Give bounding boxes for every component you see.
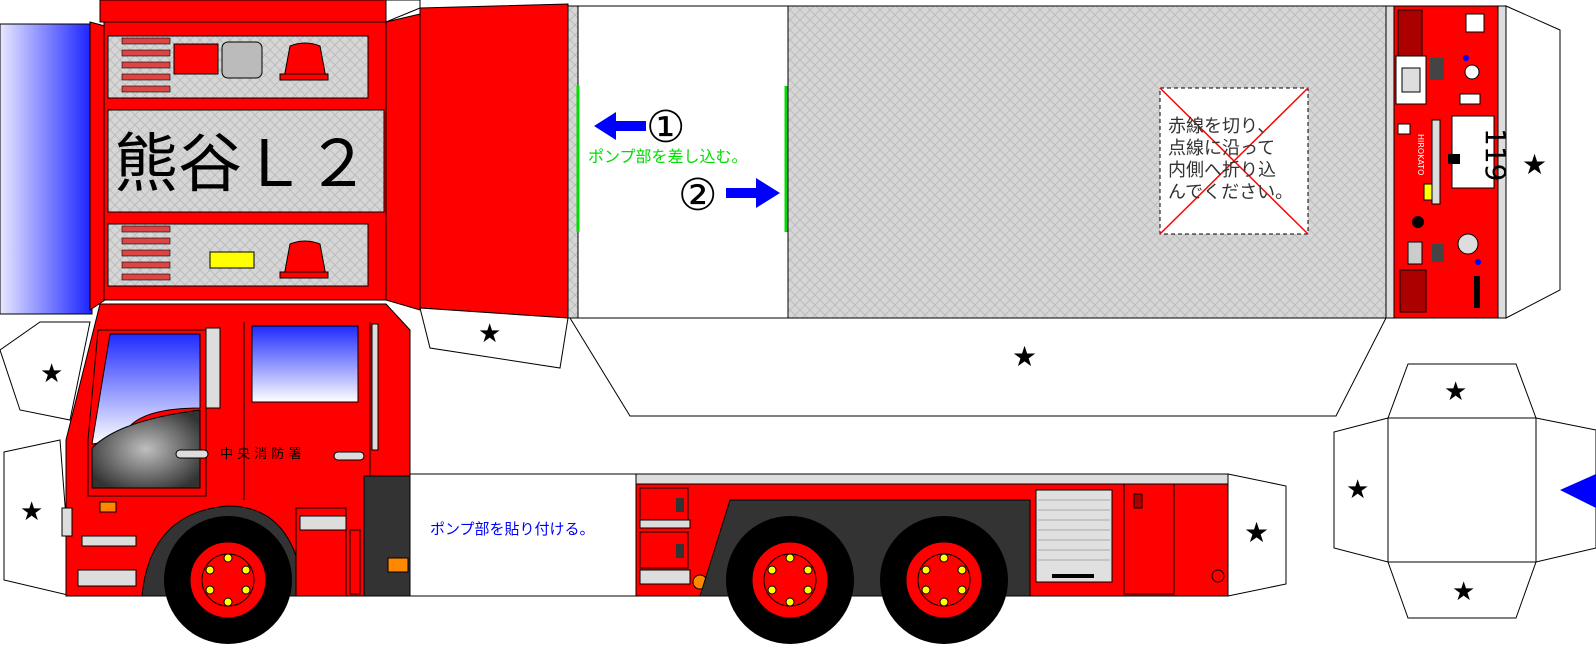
arrow-left-icon xyxy=(594,112,646,140)
beacon-light-icon xyxy=(283,42,327,79)
cut-instruction-3: 内側へ折り込 xyxy=(1168,160,1276,181)
rear-panel-section: 119 HIROKATO ★ xyxy=(1385,5,1561,319)
glue-star: ★ xyxy=(1012,340,1037,373)
step-bar xyxy=(81,535,137,547)
speaker-box xyxy=(173,43,219,75)
glue-star: ★ xyxy=(1522,148,1547,181)
number-plate xyxy=(1451,115,1495,189)
glue-star: ★ xyxy=(1244,516,1269,549)
arrow-left-icon xyxy=(1560,474,1596,508)
glue-tab xyxy=(1227,473,1287,597)
siren-icon xyxy=(221,41,263,79)
cab-interior xyxy=(91,409,201,489)
warning-plate xyxy=(209,251,255,269)
rear-wheel-2 xyxy=(880,516,1008,644)
valve-icon xyxy=(1412,216,1424,228)
pump-attach-area xyxy=(409,473,637,597)
glue-star: ★ xyxy=(1346,475,1369,505)
gauge-icon xyxy=(1464,64,1480,80)
cut-instruction-1: 赤線を切り、 xyxy=(1168,116,1275,137)
glue-star: ★ xyxy=(20,497,43,527)
cab-side-window-flap xyxy=(0,23,93,315)
rear-wheel-1 xyxy=(726,516,854,644)
pump-attach-label: ポンプ部を貼り付ける。 xyxy=(430,520,595,538)
name-plate xyxy=(107,109,385,213)
step-two-marker: ② xyxy=(678,170,717,221)
box-face xyxy=(1387,417,1537,563)
cab-top-section: 熊谷Ｌ２ xyxy=(0,0,569,319)
small-box-net: ★ ★ ★ xyxy=(1333,363,1596,619)
cut-instruction-4: んでください。 xyxy=(1168,182,1293,203)
beacon-light-icon-2 xyxy=(283,240,327,277)
front-wheel xyxy=(164,516,292,644)
pump-insert-label: ポンプ部を差し込む。 xyxy=(588,147,748,166)
pump-slot-area xyxy=(577,5,789,319)
rear-window xyxy=(251,325,359,403)
unit-name-text: 熊谷Ｌ２ xyxy=(114,128,370,202)
station-label: 中 央 消 防 署 xyxy=(220,446,302,462)
glue-star: ★ xyxy=(40,359,63,389)
glue-star: ★ xyxy=(478,319,501,349)
cab-rear-panel xyxy=(419,3,569,319)
gauge-icon-2 xyxy=(1457,233,1479,255)
glue-tab-large xyxy=(569,317,1387,417)
glue-tab xyxy=(1505,5,1561,319)
glue-tab xyxy=(0,321,91,421)
maker-label: HIROKATO xyxy=(1416,134,1425,175)
arrow-right-icon xyxy=(726,178,780,208)
shutter xyxy=(1035,489,1113,583)
cut-instruction-2: 点線に沿って xyxy=(1168,138,1275,159)
glue-tab xyxy=(419,307,569,369)
mirror-arm xyxy=(205,327,221,409)
ladder-rungs-lower xyxy=(121,225,171,281)
glue-star: ★ xyxy=(1444,377,1467,407)
ladder-rungs-upper xyxy=(121,37,171,93)
glue-star: ★ xyxy=(1452,577,1475,607)
body-top-section: ① ポンプ部を差し込む。 ② 赤線を切り、 点線に沿って 内側へ折り込 んでくだ… xyxy=(567,5,1387,417)
step-one-marker: ① xyxy=(646,102,685,153)
